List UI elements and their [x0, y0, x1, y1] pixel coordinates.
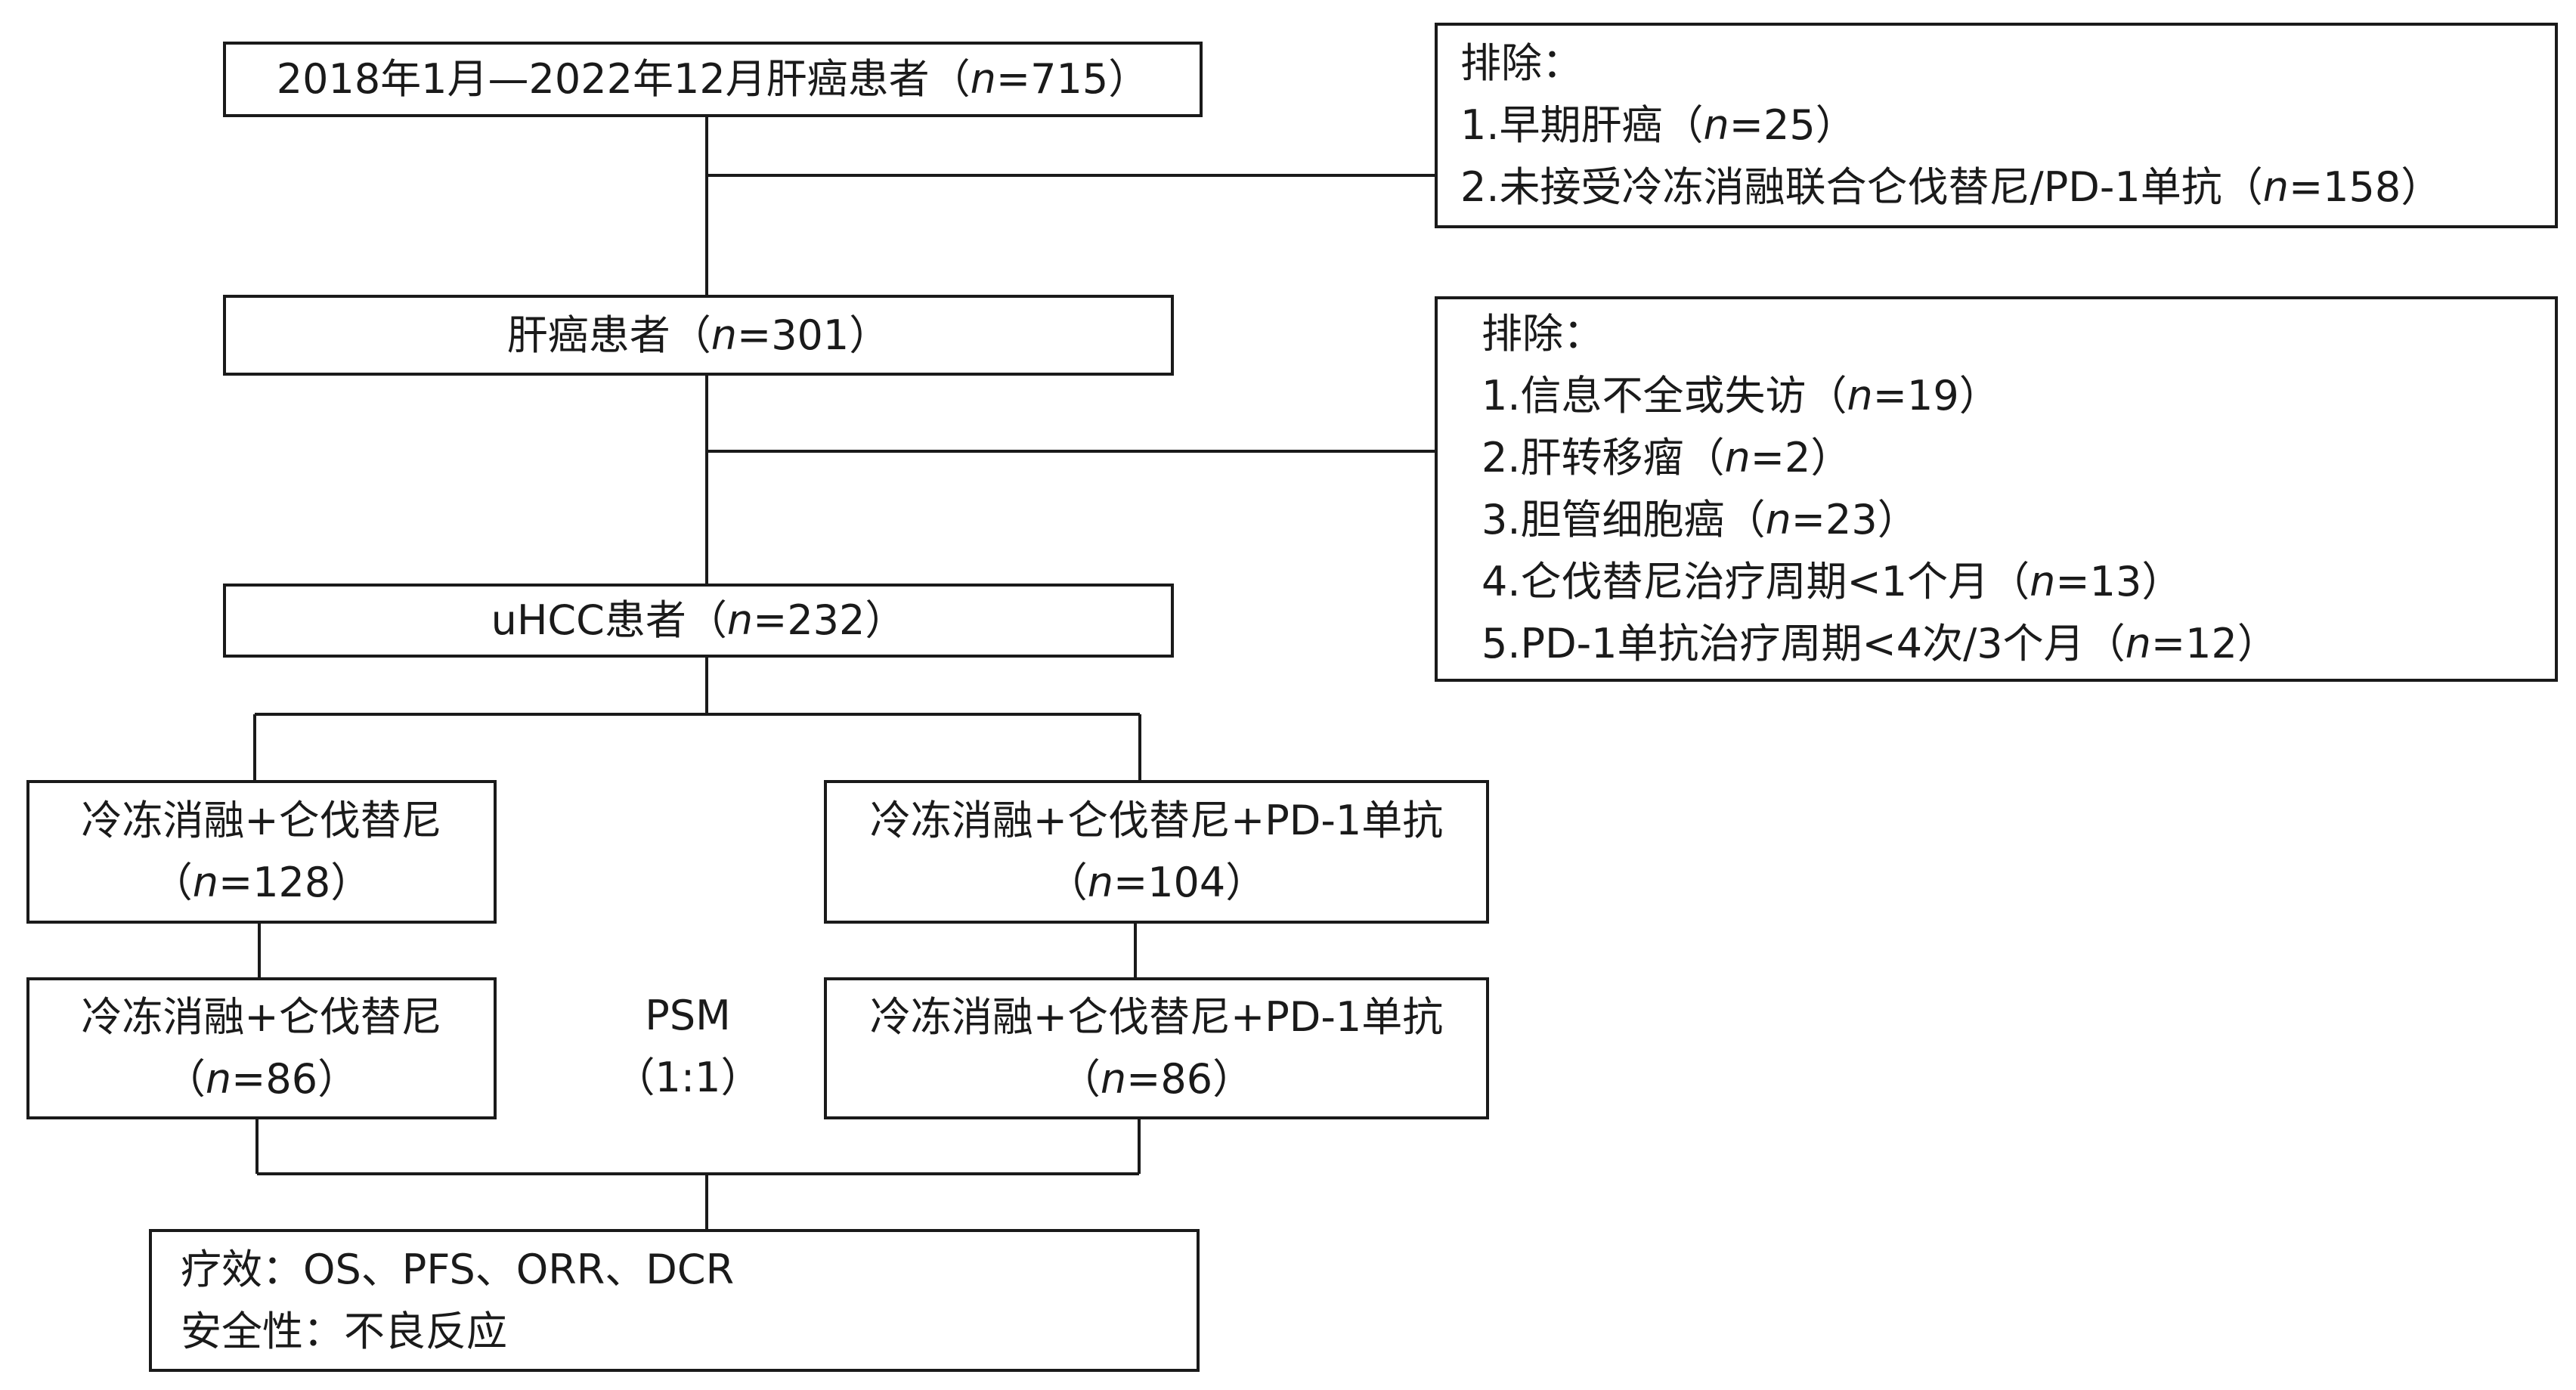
- psm-label: PSM （1:1）: [590, 983, 786, 1111]
- psm-line-1: PSM: [645, 992, 731, 1039]
- mid-box-text: 肝癌患者（n=301）: [506, 311, 890, 359]
- matched-b-count: （n=86）: [1059, 1055, 1254, 1103]
- exclusion-2-item: 5.PD-1单抗治疗周期<4次/3个月（n=12）: [1482, 620, 2278, 667]
- matched-b-box: 冷冻消融+仑伐替尼+PD-1单抗 （n=86）: [824, 977, 1489, 1119]
- uhcc-box: uHCC患者（n=232）: [223, 584, 1174, 658]
- group-b-label: 冷冻消融+仑伐替尼+PD-1单抗: [869, 797, 1444, 844]
- exclusion-2-item: 4.仑伐替尼治疗周期<1个月（n=13）: [1482, 558, 2183, 605]
- top-box: 2018年1月—2022年12月肝癌患者（n=715）: [223, 42, 1203, 117]
- exclusion-1-item: 1.早期肝癌（n=25）: [1460, 101, 1856, 149]
- uhcc-box-text: uHCC患者（n=232）: [491, 596, 906, 644]
- exclusion-1-title: 排除：: [1460, 39, 1583, 87]
- exclusion-1-item: 2.未接受冷冻消融联合仑伐替尼/PD-1单抗（n=158）: [1460, 163, 2442, 211]
- exclusion-2-item: 3.胆管细胞癌（n=23）: [1482, 496, 1918, 543]
- group-a-count: （n=128）: [151, 859, 372, 906]
- exclusion-2-title: 排除：: [1482, 310, 1604, 358]
- matched-b-label: 冷冻消融+仑伐替尼+PD-1单抗: [869, 993, 1444, 1041]
- matched-a-box: 冷冻消融+仑伐替尼 （n=86）: [26, 977, 497, 1119]
- group-a-label: 冷冻消融+仑伐替尼: [81, 797, 442, 844]
- outcome-efficacy: 疗效：OS、PFS、ORR、DCR: [181, 1245, 735, 1293]
- matched-a-count: （n=86）: [164, 1055, 359, 1103]
- outcome-box: 疗效：OS、PFS、ORR、DCR 安全性：不良反应: [149, 1229, 1200, 1372]
- psm-line-2: （1:1）: [614, 1054, 762, 1101]
- exclusion-box-1: 排除： 1.早期肝癌（n=25） 2.未接受冷冻消融联合仑伐替尼/PD-1单抗（…: [1435, 23, 2558, 228]
- top-box-text: 2018年1月—2022年12月肝癌患者（n=715）: [276, 55, 1150, 103]
- exclusion-box-2: 排除： 1.信息不全或失访（n=19） 2.肝转移瘤（n=2） 3.胆管细胞癌（…: [1435, 296, 2558, 682]
- matched-a-label: 冷冻消融+仑伐替尼: [81, 993, 442, 1041]
- exclusion-2-item: 1.信息不全或失访（n=19）: [1482, 372, 2000, 419]
- group-b-box: 冷冻消融+仑伐替尼+PD-1单抗 （n=104）: [824, 780, 1489, 924]
- group-a-box: 冷冻消融+仑伐替尼 （n=128）: [26, 780, 497, 924]
- outcome-safety: 安全性：不良反应: [181, 1307, 507, 1355]
- exclusion-2-item: 2.肝转移瘤（n=2）: [1482, 434, 1852, 481]
- group-b-count: （n=104）: [1046, 859, 1267, 906]
- mid-box: 肝癌患者（n=301）: [223, 295, 1174, 376]
